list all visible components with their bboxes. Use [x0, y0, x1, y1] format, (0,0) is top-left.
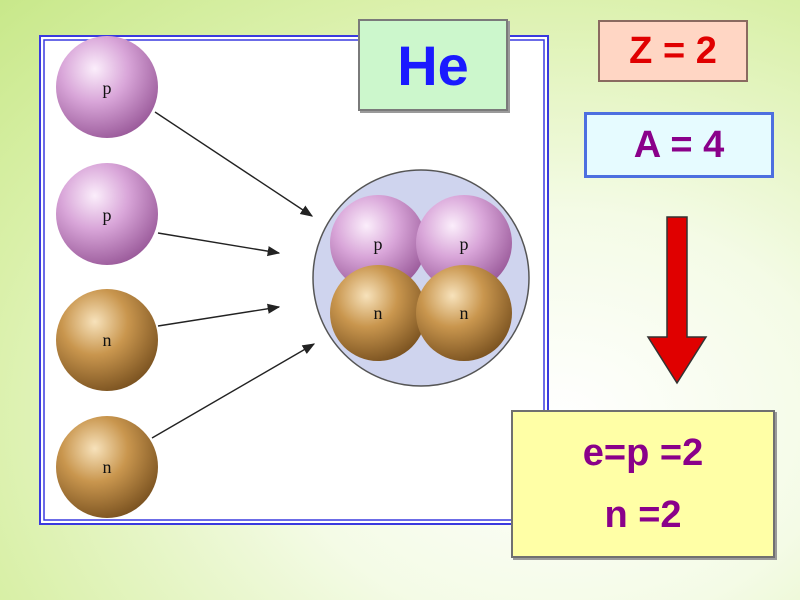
arrows	[151, 111, 316, 439]
atomic-number-label: Z = 2	[598, 20, 748, 82]
nucleus-proton-1-label: p	[374, 234, 383, 254]
element-symbol: He	[358, 19, 508, 111]
proton-2-label: p	[103, 205, 112, 225]
neutron-1: n	[56, 289, 158, 391]
result-box: e=p =2 n =2	[511, 410, 775, 558]
proton-1-label: p	[103, 78, 112, 98]
nucleus-proton-2-label: p	[460, 234, 469, 254]
nucleus-neutron-1: n	[330, 265, 426, 361]
mass-number-label: A = 4	[584, 112, 774, 178]
nucleus-neutron-2-label: n	[460, 303, 469, 323]
neutrons-result: n =2	[604, 494, 682, 536]
neutron-2: n	[56, 416, 158, 518]
arrow-2	[157, 232, 281, 257]
arrow-1	[154, 111, 314, 217]
proton-1: p	[56, 36, 158, 138]
arrow-3	[157, 303, 281, 327]
neutron-2-label: n	[103, 457, 112, 477]
neutron-1-label: n	[103, 330, 112, 350]
nucleus-neutron-2: n	[416, 265, 512, 361]
helium-nucleus: p p n n	[312, 169, 530, 387]
nucleus-proton-2: p	[416, 195, 512, 291]
electrons-protons-result: e=p =2	[582, 432, 704, 474]
proton-2: p	[56, 163, 158, 265]
arrow-4	[151, 343, 316, 439]
nucleus-neutron-1-label: n	[374, 303, 383, 323]
red-down-arrow-icon	[646, 216, 708, 385]
nucleus-proton-1: p	[330, 195, 426, 291]
